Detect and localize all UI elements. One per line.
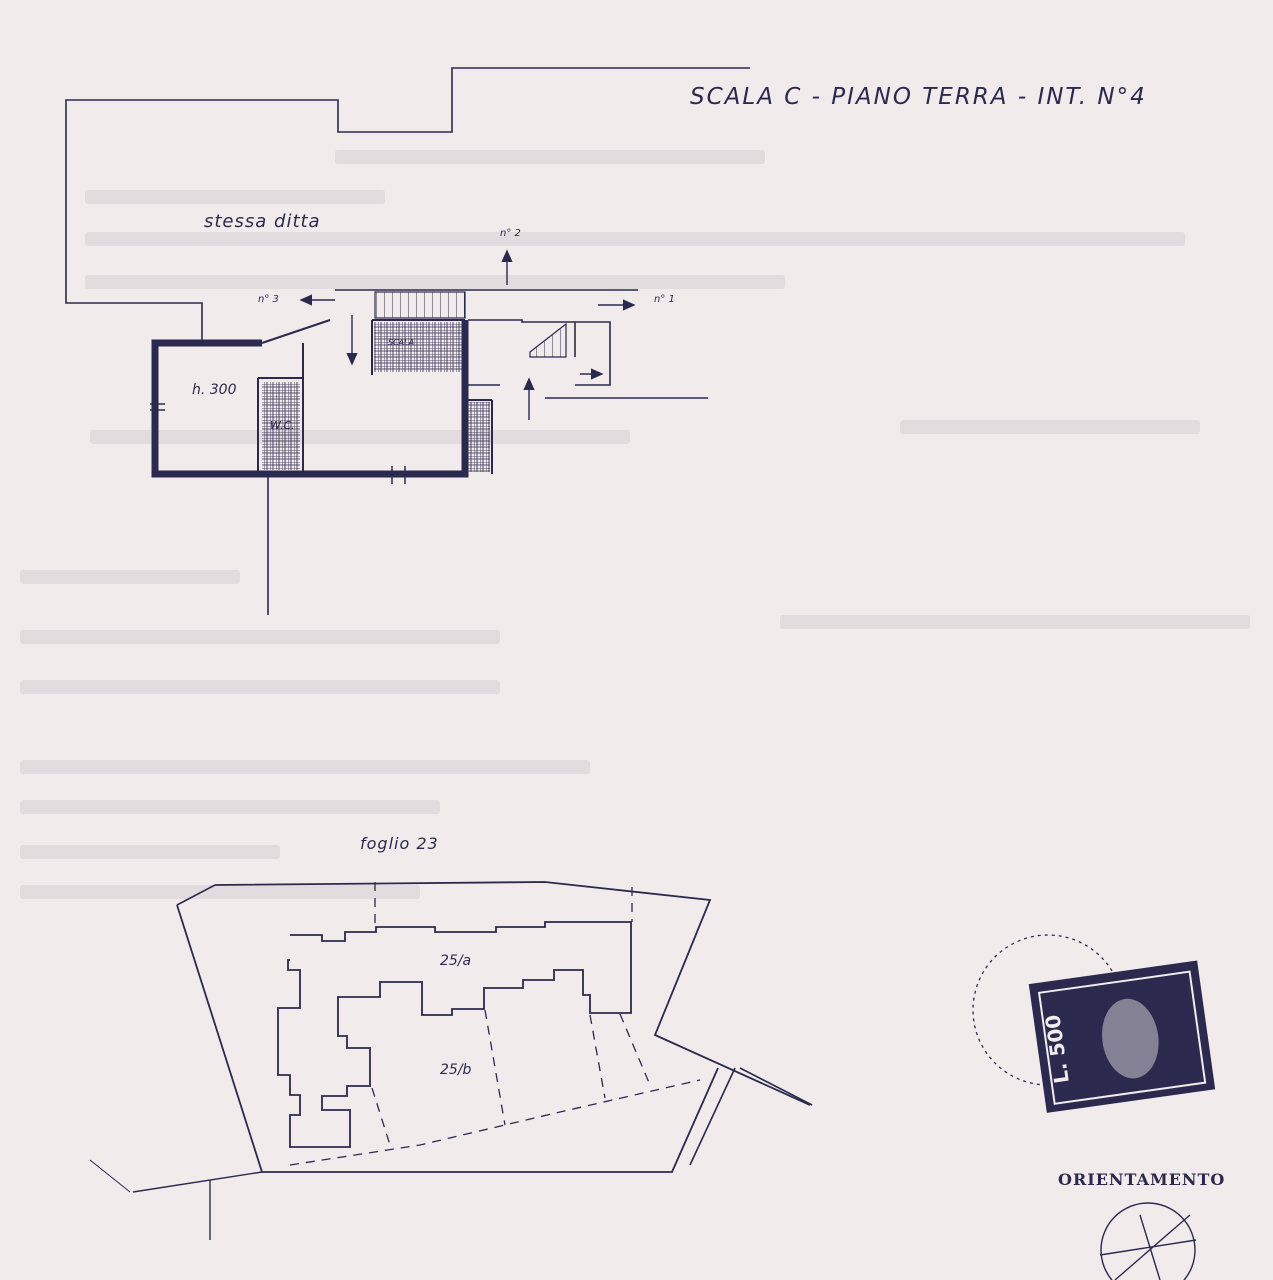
- wc-label: W.C.: [270, 419, 295, 432]
- room-height-label: h. 300: [192, 382, 237, 398]
- site-plan: [89, 881, 813, 1240]
- neighbor-label: stessa ditta: [204, 211, 321, 232]
- parcel-b-label: 25/b: [440, 1062, 472, 1078]
- apartment-walls: [150, 319, 493, 484]
- wc-hatch: [262, 382, 300, 470]
- staircase-side: [529, 322, 567, 358]
- stair-hatch: [374, 322, 462, 372]
- neighbor-ref-1: n° 1: [654, 294, 675, 305]
- stair-label: SCALA: [388, 338, 415, 347]
- wall-hatch: [468, 402, 490, 472]
- revenue-stamp: [972, 934, 1216, 1113]
- staircase-top: [374, 291, 466, 319]
- neighbor-outline: [65, 67, 750, 340]
- orientation-label: ORIENTAMENTO: [1058, 1170, 1226, 1189]
- drawing-title: SCALA C - PIANO TERRA - INT. N°4: [690, 84, 1147, 110]
- compass-icon: [1099, 1202, 1197, 1280]
- sheet-label: foglio 23: [360, 834, 439, 853]
- neighbor-ref-2: n° 2: [500, 228, 521, 239]
- neighbor-ref-3: n° 3: [258, 294, 279, 305]
- direction-arrows: [299, 249, 636, 420]
- parcel-a-label: 25/a: [440, 953, 472, 969]
- corridor-lines: [267, 289, 708, 615]
